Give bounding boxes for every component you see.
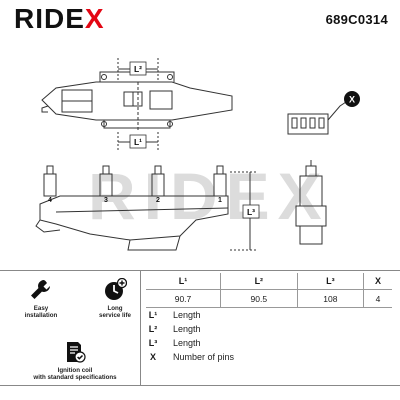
- brand-name: RIDE: [14, 3, 85, 34]
- feature-label-line2: service life: [99, 312, 131, 320]
- legend-item: X Number of pins: [146, 350, 392, 364]
- value-l2: 90.5: [219, 289, 298, 308]
- col-header-l2: L²: [219, 273, 298, 290]
- pin-number-2: 2: [156, 197, 160, 204]
- legend-item: L³ Length: [146, 336, 392, 350]
- technical-drawing: RIDEX: [0, 36, 400, 270]
- section-divider: [0, 270, 400, 271]
- header: RIDEX 689C0314: [0, 0, 400, 36]
- col-header-l1: L¹: [146, 273, 221, 290]
- terminal-4: [43, 165, 57, 197]
- col-header-x: X: [363, 273, 392, 290]
- dim-label-l1: L¹: [134, 137, 142, 147]
- brand-accent: X: [84, 3, 105, 34]
- legend-key: L³: [148, 338, 158, 348]
- coil-drawing-svg: L² L¹ L³ X 4 3 2 1: [35, 58, 360, 251]
- legend-item: L¹ Length: [146, 308, 392, 322]
- value-l3: 108: [296, 289, 364, 308]
- brand-logo: RIDEX: [14, 3, 105, 35]
- terminal-3: [99, 165, 113, 197]
- label-l2: L²: [129, 61, 147, 76]
- feature-label-line2: with standard specifications: [33, 374, 117, 382]
- feature-label-line1: Easy: [33, 305, 49, 312]
- dimension-table: L¹ L² L³ X 90.7 90.5 108 4: [146, 273, 392, 308]
- wrench-icon: [31, 280, 50, 299]
- column-divider: [140, 270, 141, 385]
- value-x: 4: [363, 289, 392, 308]
- feature-label-line1: Ignition coil: [57, 367, 93, 374]
- col-header-l3: L³: [296, 273, 364, 290]
- document-check-icon: [67, 342, 86, 363]
- coil-side-body: [39, 195, 229, 241]
- legend-item: L² Length: [146, 322, 392, 336]
- legend-value: Number of pins: [173, 352, 235, 362]
- dim-label-l3: L³: [247, 207, 255, 217]
- dim-label-x: X: [349, 95, 355, 105]
- pin-number-4: 4: [48, 197, 52, 204]
- part-number: 689C0314: [325, 12, 388, 27]
- connector-side: [299, 175, 323, 207]
- legend-key: L¹: [148, 310, 158, 320]
- feature-label-line1: Long: [107, 305, 123, 312]
- clock-plus-icon: [105, 278, 127, 300]
- label-l3: L³: [242, 204, 260, 219]
- bottom-divider: [0, 385, 400, 386]
- terminal-1: [213, 165, 227, 197]
- label-l1: L¹: [129, 134, 147, 149]
- legend-key: X: [149, 352, 156, 362]
- pin-number-1: 1: [218, 197, 222, 204]
- terminal-2: [151, 165, 165, 197]
- legend-value: Length: [173, 338, 201, 348]
- feature-label-line2: installation: [24, 312, 58, 320]
- dimension-table-header: L¹ L² L³ X: [146, 273, 392, 290]
- dim-label-l2: L²: [134, 64, 142, 74]
- label-x: X: [344, 91, 360, 107]
- dimension-table-row: 90.7 90.5 108 4: [146, 289, 392, 308]
- legend-key: L²: [148, 324, 158, 334]
- legend-value: Length: [173, 310, 201, 320]
- pin-number-3: 3: [104, 197, 108, 204]
- coil-top-body: [41, 81, 233, 121]
- connector-pinout: [287, 113, 329, 135]
- legend-value: Length: [173, 324, 201, 334]
- dimension-legend: L¹ Length L² Length L³ Length X Number o…: [146, 308, 392, 364]
- value-l1: 90.7: [146, 289, 221, 308]
